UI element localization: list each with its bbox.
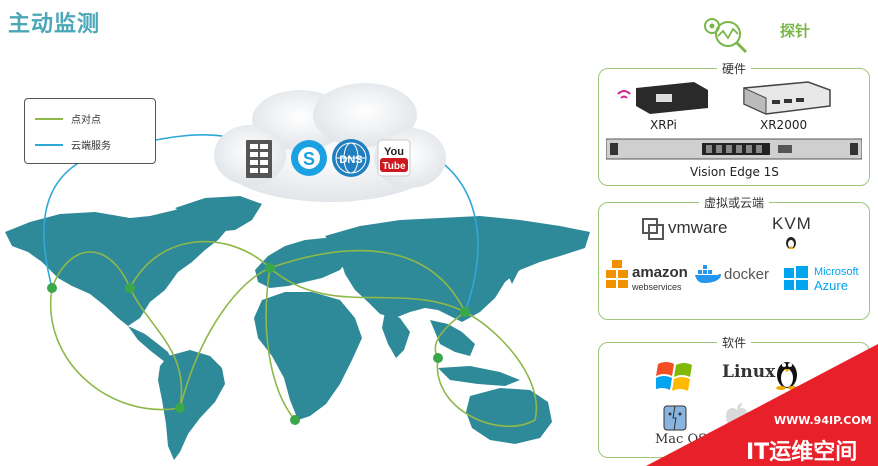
azure-icon bbox=[784, 266, 808, 290]
watermark-name: IT运维空间 bbox=[746, 439, 857, 465]
dns-label: DNS bbox=[339, 154, 362, 166]
node-south-africa bbox=[290, 415, 300, 425]
youtube-bottom-label: Tube bbox=[382, 161, 406, 172]
tux-icon bbox=[776, 362, 798, 390]
vmware-logo: vmware bbox=[668, 218, 728, 237]
legend: 点对点 云端服务 bbox=[24, 98, 156, 164]
continent-australia bbox=[466, 388, 552, 444]
skype-icon: S bbox=[291, 140, 327, 176]
xrpi-device-image bbox=[617, 82, 708, 114]
p2p-line-5 bbox=[129, 287, 183, 409]
continent-asia bbox=[325, 216, 590, 322]
svg-text:S: S bbox=[303, 149, 315, 169]
vision-edge-device-image bbox=[606, 138, 862, 160]
p2p-line-9 bbox=[436, 311, 538, 428]
node-southeast-asia bbox=[433, 353, 443, 363]
world-map: S DNS You Tube bbox=[5, 83, 590, 460]
legend-label-cloud: 云端服务 bbox=[71, 141, 111, 152]
cloud-shape bbox=[214, 83, 446, 202]
docker-logo: docker bbox=[724, 266, 770, 283]
hardware-title: 硬件 bbox=[716, 60, 752, 77]
node-west-america bbox=[47, 283, 57, 293]
virtual-panel: 虚拟或云端 bbox=[598, 194, 870, 320]
aws-logo: webservices bbox=[632, 282, 682, 292]
legend-swatch-p2p bbox=[35, 117, 63, 120]
mac-finder-icon bbox=[663, 405, 687, 431]
continent-africa bbox=[254, 292, 362, 420]
azure-microsoft-logo: Microsoft bbox=[814, 266, 859, 278]
aws-icon bbox=[606, 260, 628, 288]
server-icon bbox=[246, 140, 272, 178]
p2p-line-4 bbox=[49, 287, 181, 411]
watermark-banner: WWW.94IP.COM IT运维空间 bbox=[646, 344, 878, 466]
xr2000-device-image bbox=[743, 81, 831, 115]
p2p-line-10 bbox=[269, 267, 466, 313]
vmware-icon bbox=[642, 218, 664, 240]
node-east-america bbox=[125, 283, 135, 293]
linux-logo: Linux bbox=[722, 362, 776, 382]
continent-japan bbox=[505, 260, 518, 284]
legend-item-p2p: 点对点 bbox=[35, 111, 101, 126]
docker-icon bbox=[695, 265, 721, 283]
watermark-url: WWW.94IP.COM bbox=[774, 414, 872, 427]
legend-swatch-cloud bbox=[35, 143, 63, 146]
kvm-penguin-icon bbox=[786, 237, 796, 249]
page-title: 主动监测 bbox=[8, 12, 101, 37]
probe-label: 探针 bbox=[780, 22, 811, 40]
continent-india bbox=[382, 312, 410, 358]
continent-southeast-asia bbox=[430, 320, 475, 356]
p2p-line-2 bbox=[129, 240, 271, 289]
youtube-icon: You Tube bbox=[377, 139, 411, 177]
dns-icon: DNS bbox=[332, 139, 370, 177]
continent-indonesia bbox=[438, 366, 520, 386]
device-vision-edge-label: Vision Edge 1S bbox=[690, 165, 779, 179]
device-xrpi-label: XRPi bbox=[650, 118, 677, 132]
p2p-line-3 bbox=[269, 249, 466, 313]
legend-label-p2p: 点对点 bbox=[71, 115, 101, 126]
kvm-logo: KVM bbox=[772, 214, 812, 233]
legend-item-cloud: 云端服务 bbox=[35, 137, 111, 152]
device-xr2000-label: XR2000 bbox=[760, 118, 808, 132]
p2p-line-7 bbox=[265, 267, 296, 421]
continent-central-america bbox=[128, 326, 172, 362]
windows-icon bbox=[656, 362, 692, 391]
p2p-line-6 bbox=[179, 267, 271, 409]
azure-logo: Azure bbox=[814, 278, 848, 293]
continent-greenland bbox=[175, 196, 262, 232]
p2p-line-1 bbox=[51, 251, 131, 289]
virtual-title: 虚拟或云端 bbox=[698, 194, 770, 211]
amazon-logo: amazon bbox=[632, 264, 688, 281]
node-south-america bbox=[175, 403, 185, 413]
youtube-top-label: You bbox=[384, 146, 404, 158]
continent-south-america bbox=[158, 350, 225, 460]
software-title: 软件 bbox=[716, 334, 752, 351]
probe-icon bbox=[704, 18, 748, 54]
node-east-asia bbox=[460, 307, 470, 317]
node-europe bbox=[265, 263, 275, 273]
